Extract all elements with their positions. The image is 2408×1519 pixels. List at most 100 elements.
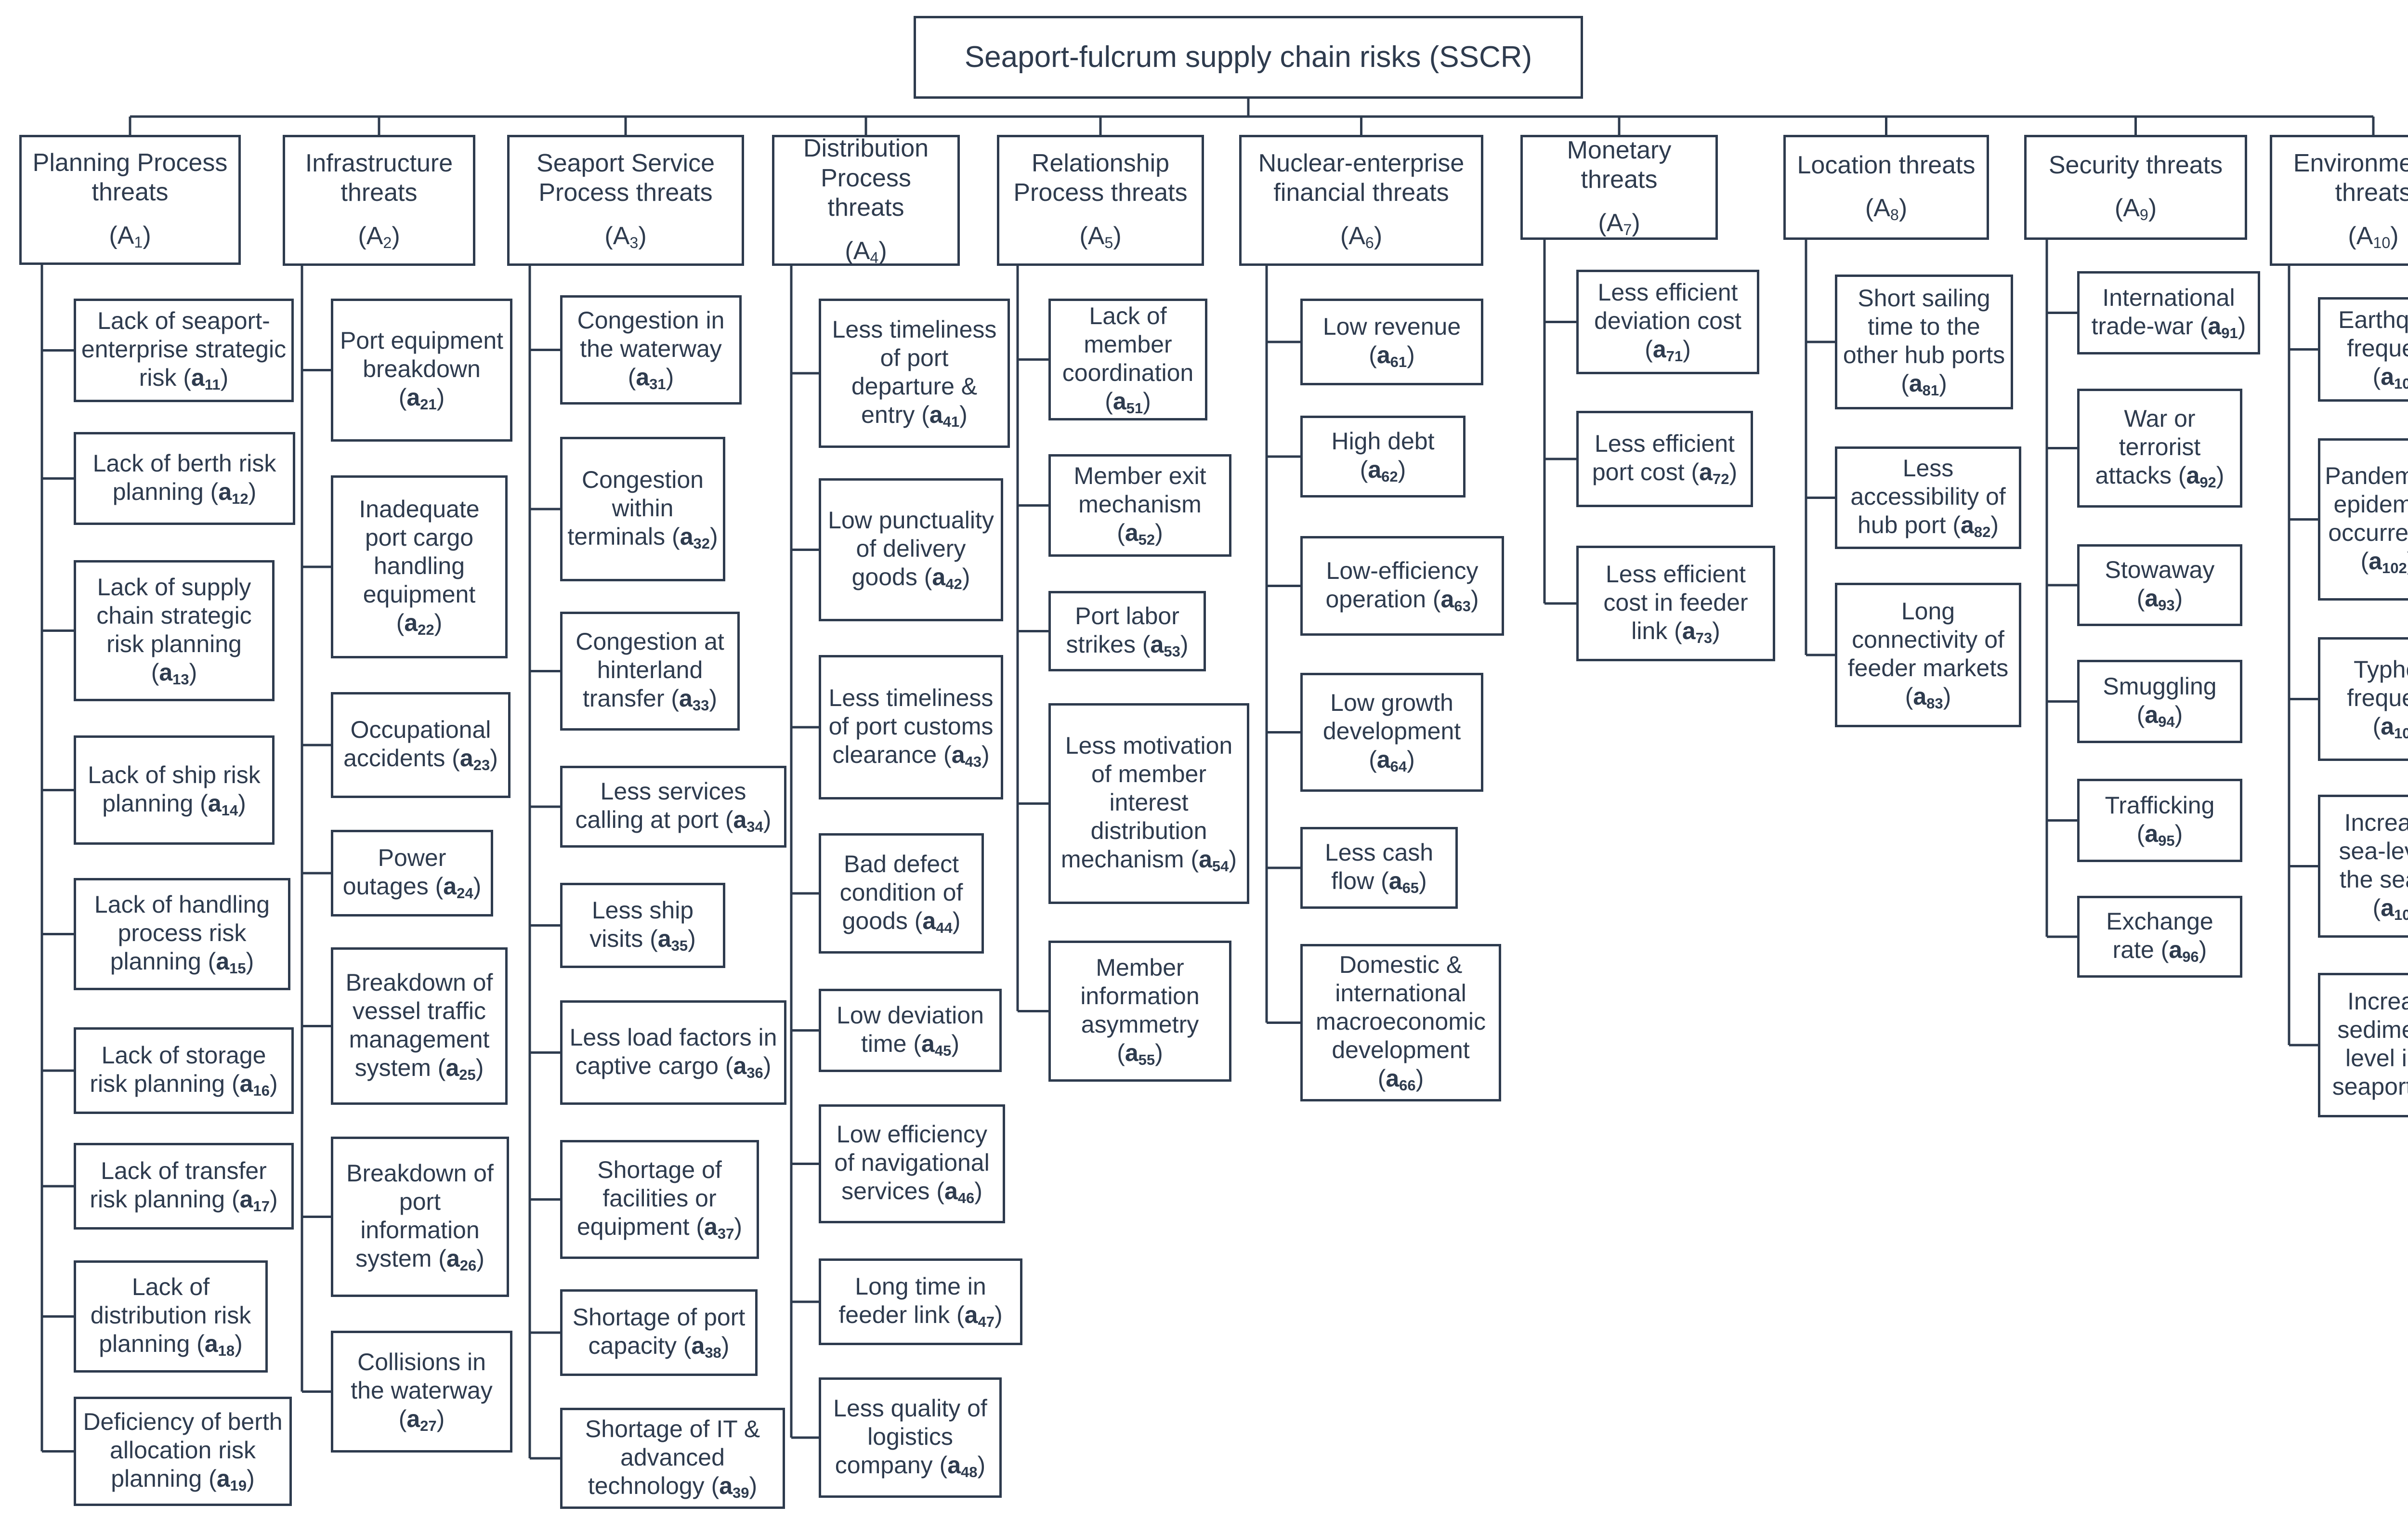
risk-item-code: a101 — [2381, 363, 2408, 393]
category-code: (A6) — [1340, 222, 1383, 251]
risk-item-label: Shortage of IT & advanced technology (a3… — [585, 1415, 760, 1501]
risk-item: Less quality of logistics company (a48) — [819, 1377, 1002, 1498]
risk-item-label: Congestion at hinterland transfer (a33) — [576, 628, 724, 714]
category-node: Nuclear-enterprise financial threats(A6) — [1239, 135, 1483, 266]
risk-item-code: a11 — [191, 364, 221, 393]
risk-item: Lack of storage risk planning (a16) — [74, 1027, 294, 1114]
risk-item: Typhoon frequency (a103) — [2318, 637, 2408, 761]
risk-item-label: Member information asymmetry (a55) — [1080, 954, 1200, 1068]
risk-item-code: a22 — [404, 609, 434, 638]
risk-item-code: a92 — [2186, 462, 2216, 491]
category-node: Relationship Process threats(A5) — [997, 135, 1204, 266]
risk-item: Stowaway (a93) — [2077, 544, 2242, 626]
risk-item-label: Inadequate port cargo handling equipment… — [359, 495, 480, 638]
risk-item-label: Lack of distribution risk planning (a18) — [90, 1273, 251, 1360]
risk-item: Lack of member coordination (a51) — [1048, 299, 1207, 420]
risk-item-label: Power outages (a24) — [342, 844, 482, 902]
risk-item-label: Lack of berth risk planning (a12) — [92, 449, 276, 507]
category-node: Security threats(A9) — [2024, 135, 2247, 240]
risk-item-code: a62 — [1368, 456, 1398, 485]
risk-item: Breakdown of port information system (a2… — [331, 1137, 509, 1297]
risk-item: Less accessibility of hub port (a82) — [1835, 446, 2021, 549]
risk-item-label: Earthquake frequency (a101) — [2325, 306, 2408, 393]
risk-item-label: Lack of supply chain strategic risk plan… — [96, 573, 252, 688]
risk-item-label: Less efficient cost in feeder link (a73) — [1603, 560, 1748, 646]
risk-item: Occupational accidents (a23) — [331, 692, 510, 798]
category-node: Monetary threats(A7) — [1520, 135, 1718, 240]
risk-item-label: Typhoon frequency (a103) — [2325, 655, 2408, 742]
risk-item-code: a19 — [216, 1465, 247, 1494]
risk-item: Less motivation of member interest distr… — [1048, 703, 1249, 904]
risk-item-code: a38 — [691, 1332, 721, 1362]
risk-item-label: Bad defect condition of goods (a44) — [839, 850, 963, 936]
risk-item-code: a33 — [679, 685, 709, 714]
risk-item: Less timeliness of port customs clearanc… — [819, 655, 1003, 799]
risk-item-label: Less accessibility of hub port (a82) — [1850, 455, 2006, 541]
risk-item: Earthquake frequency (a101) — [2318, 297, 2408, 402]
risk-item-code: a55 — [1125, 1039, 1155, 1068]
risk-item-label: Low efficiency of navigational services … — [834, 1121, 990, 1207]
risk-item-label: Short sailing time to the other hub port… — [1843, 285, 2005, 399]
risk-item-label: Lack of handling process risk planning (… — [94, 891, 270, 977]
risk-item-code: a82 — [1961, 511, 1991, 541]
risk-item-label: Less efficient deviation cost (a71) — [1594, 279, 1741, 365]
risk-item-code: a39 — [719, 1472, 749, 1501]
risk-item: Less efficient deviation cost (a71) — [1576, 270, 1759, 374]
risk-item: War or terrorist attacks (a92) — [2077, 389, 2242, 508]
risk-item-label: Collisions in the waterway (a27) — [351, 1349, 493, 1435]
risk-item-code: a103 — [2381, 713, 2408, 742]
risk-item-code: a34 — [733, 806, 763, 836]
risk-item-label: Low deviation time (a45) — [837, 1001, 984, 1059]
category-node: Distribution Process threats(A4) — [772, 134, 960, 266]
risk-item-label: International trade-war (a91) — [2091, 284, 2246, 341]
risk-item: Lack of seaport-enterprise strategic ris… — [74, 299, 294, 402]
category-label: Distribution Process threats — [803, 134, 929, 222]
risk-item-code: a96 — [2169, 936, 2199, 966]
risk-item: Less efficient port cost (a72) — [1576, 411, 1753, 507]
risk-item: Member information asymmetry (a55) — [1048, 941, 1231, 1082]
root-node: Seaport-fulcrum supply chain risks (SSCR… — [914, 16, 1583, 99]
risk-item: Domestic & international macroeconomic d… — [1300, 944, 1501, 1101]
risk-item-label: Domestic & international macroeconomic d… — [1316, 951, 1486, 1094]
risk-item-label: Long connectivity of feeder markets (a83… — [1847, 598, 2009, 712]
risk-item: Collisions in the waterway (a27) — [331, 1331, 512, 1453]
risk-item: Lack of handling process risk planning (… — [74, 878, 290, 990]
risk-item-label: Less cash flow (a65) — [1324, 839, 1434, 897]
category-node: Planning Process threats(A1) — [19, 135, 241, 265]
category-label: Location threats — [1797, 151, 1976, 179]
root-label: Seaport-fulcrum supply chain risks (SSCR… — [964, 40, 1532, 74]
risk-item-code: a35 — [657, 925, 688, 954]
risk-item: Congestion within terminals (a32) — [560, 437, 725, 581]
risk-item-code: a63 — [1440, 585, 1471, 615]
risk-item-code: a81 — [1909, 370, 1939, 399]
risk-item-code: a91 — [2208, 312, 2238, 341]
risk-item-code: a14 — [208, 789, 238, 819]
risk-item: Low punctuality of delivery goods (a42) — [819, 478, 1003, 621]
risk-item-label: Low growth development (a64) — [1322, 689, 1461, 775]
risk-item: Lack of supply chain strategic risk plan… — [74, 560, 275, 701]
risk-item: Less ship visits (a35) — [560, 883, 725, 968]
risk-item-code: a25 — [445, 1054, 476, 1083]
risk-item-label: Smuggling (a94) — [2103, 672, 2217, 730]
risk-item: International trade-war (a91) — [2077, 271, 2260, 354]
category-node: Seaport Service Process threats(A3) — [507, 135, 744, 266]
risk-item-code: a83 — [1913, 683, 1943, 712]
risk-item-label: Lack of member coordination (a51) — [1062, 302, 1194, 417]
risk-item-label: Increasing sea-level in the seaport (a10… — [2325, 809, 2408, 924]
category-label: Seaport Service Process threats — [537, 149, 715, 207]
risk-item: Member exit mechanism (a52) — [1048, 454, 1231, 557]
risk-item-label: Shortage of facilities or equipment (a37… — [577, 1156, 742, 1243]
risk-item-code: a43 — [951, 741, 982, 770]
risk-item: Low growth development (a64) — [1300, 673, 1483, 792]
category-code: (A2) — [358, 222, 400, 251]
risk-item-code: a61 — [1376, 341, 1407, 371]
risk-item-code: a13 — [159, 658, 189, 688]
risk-item-label: Lack of ship risk planning (a14) — [88, 761, 261, 819]
risk-item-code: a47 — [964, 1301, 995, 1331]
risk-item-label: Shortage of port capacity (a38) — [572, 1304, 746, 1362]
category-code: (A5) — [1079, 222, 1122, 251]
risk-item-label: Less timeliness of port departure & entr… — [832, 316, 997, 431]
risk-item-label: Less load factors in captive cargo (a36) — [569, 1023, 777, 1081]
risk-item-code: a66 — [1386, 1065, 1416, 1094]
risk-item-label: Less services calling at port (a34) — [575, 778, 772, 836]
